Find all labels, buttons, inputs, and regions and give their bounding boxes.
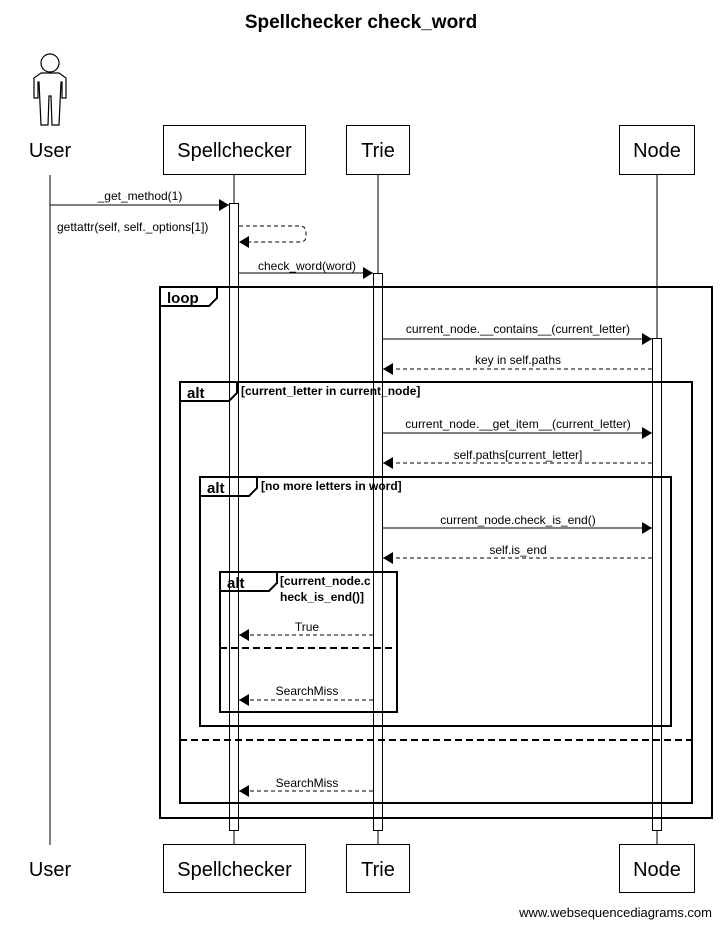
fragment-alt2-tag: alt (207, 480, 225, 497)
participant-box-node-top (619, 125, 695, 175)
message-line-2-self (239, 225, 307, 248)
diagram-title: Spellchecker check_word (245, 12, 477, 33)
message-lines (50, 199, 652, 797)
fragment-alt1-condition: [current_letter in current_node] (241, 384, 420, 398)
fragment-alt3 (219, 571, 398, 713)
participant-node-bottom: Node (633, 859, 681, 881)
fragment-alt1 (179, 381, 693, 804)
message-label-3: check_word(word) (258, 259, 356, 273)
fragments (159, 286, 713, 819)
participant-node-top: Node (633, 140, 681, 162)
participant-user-top: User (29, 140, 72, 162)
fragment-alt2 (199, 476, 672, 727)
message-label-10: True (295, 620, 320, 634)
fragment-alt3-tag: alt (227, 575, 245, 592)
message-label-6: current_node.__get_item__(current_letter… (405, 417, 630, 431)
message-label-7: self.paths[current_letter] (454, 448, 583, 462)
fragment-alt2-condition: [no more letters in word] (261, 479, 402, 493)
message-labels: _get_method(1) gettattr(self, self._opti… (57, 189, 631, 790)
participant-trie-top: Trie (361, 140, 395, 162)
lifelines (49, 175, 658, 845)
activation-spellchecker (229, 203, 239, 831)
fragment-alt3-condition-line1: [current_node.c (280, 574, 371, 588)
fragment-alt3-tag-box (220, 571, 278, 592)
fragment-alt2-tag-box (200, 476, 258, 497)
participant-box-trie-bottom (346, 844, 410, 893)
participants-top: User Spellchecker Trie Node (29, 125, 695, 175)
activations (229, 203, 662, 831)
activation-node (652, 338, 662, 831)
participant-spellchecker-bottom: Spellchecker (177, 859, 292, 881)
message-label-1: _get_method(1) (97, 189, 183, 203)
participant-box-spellchecker-top (163, 125, 306, 175)
fragment-loop-tag: loop (167, 290, 199, 307)
message-label-2: gettattr(self, self._options[1]) (57, 220, 208, 234)
participant-box-trie-top (346, 125, 410, 175)
message-label-11: SearchMiss (276, 684, 339, 698)
watermark-link[interactable]: www.websequencediagrams.com (518, 905, 712, 920)
fragment-labels: loop alt [current_letter in current_node… (167, 290, 420, 604)
message-label-8: current_node.check_is_end() (440, 513, 595, 527)
participant-box-spellchecker-bottom (163, 844, 306, 893)
participant-user-bottom: User (29, 859, 72, 881)
message-label-12: SearchMiss (276, 776, 339, 790)
fragment-alt1-tag-box (180, 381, 238, 402)
participant-spellchecker-top: Spellchecker (177, 140, 292, 162)
participant-box-node-bottom (619, 844, 695, 893)
participants-bottom: User Spellchecker Trie Node (29, 844, 695, 893)
activation-trie (373, 273, 383, 831)
user-actor-icon (33, 53, 67, 126)
message-label-4: current_node.__contains__(current_letter… (406, 322, 630, 336)
message-label-5: key in self.paths (475, 353, 561, 367)
participant-trie-bottom: Trie (361, 859, 395, 881)
fragment-alt1-tag: alt (187, 385, 205, 402)
fragment-alt3-condition-line2: heck_is_end()] (280, 590, 364, 604)
fragment-loop (159, 286, 713, 819)
fragment-loop-tag-box (160, 286, 218, 307)
message-label-9: self.is_end (489, 543, 546, 557)
